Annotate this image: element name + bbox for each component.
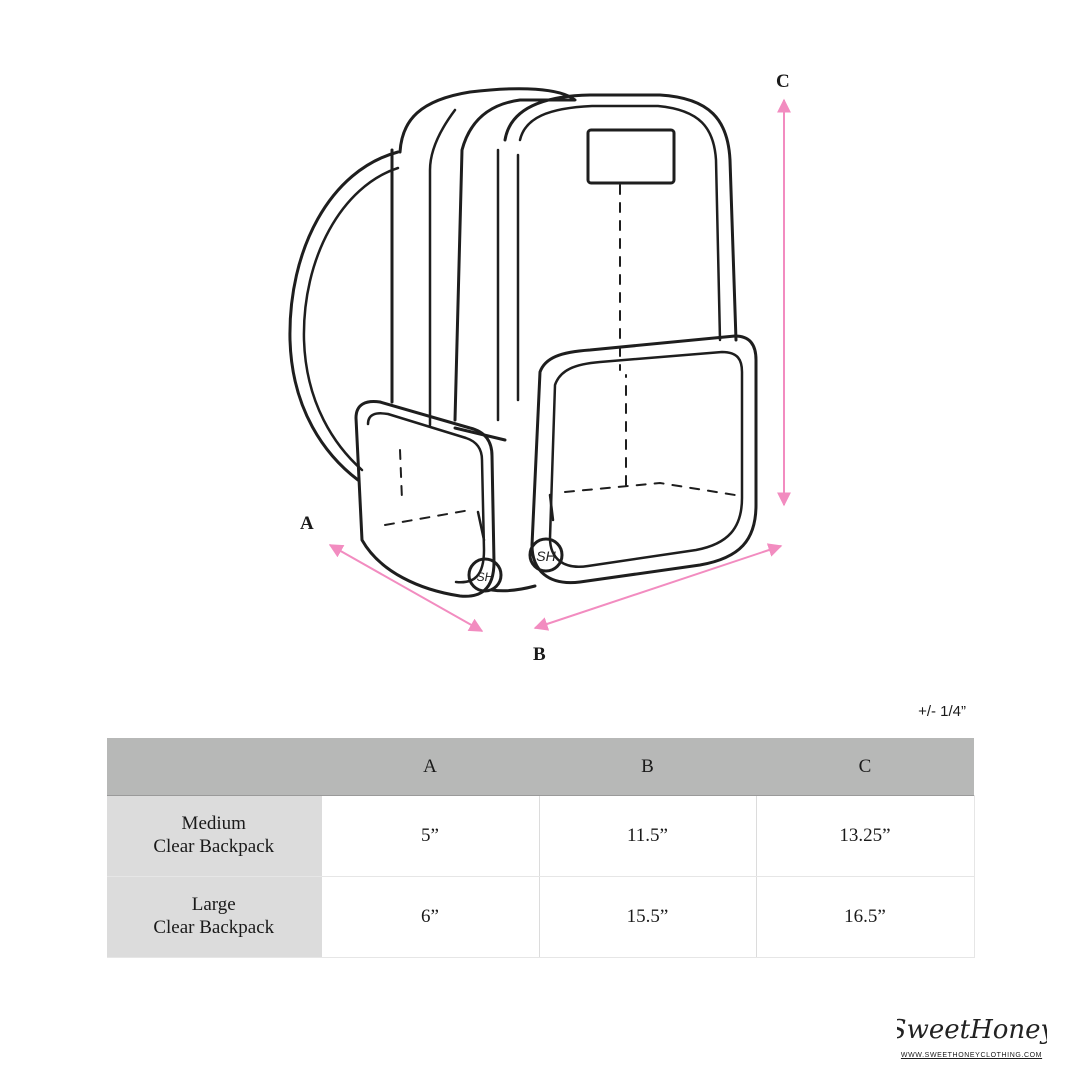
backpack-main-body	[503, 93, 738, 342]
sweet-honey-logo: SweetHoney	[897, 1015, 1047, 1045]
size-chart-table: A B C Medium Clear Backpack 5” 11.5” 13.…	[107, 738, 975, 958]
svg-text:SH: SH	[477, 570, 494, 584]
row-label-medium: Medium Clear Backpack	[107, 795, 321, 877]
logo-text: SweetHoney	[897, 1015, 1047, 1045]
cell-large-b: 15.5”	[538, 876, 756, 958]
dimension-arrows	[328, 98, 791, 632]
brand-url: WWW.SWEETHONEYCLOTHING.COM	[900, 1052, 1043, 1059]
backpack-back-panel	[398, 87, 577, 422]
backpack-illustration: SH SH	[288, 87, 758, 598]
dimension-label-c: C	[776, 71, 790, 92]
side-pocket	[354, 400, 496, 598]
header-cell-a: A	[321, 738, 539, 796]
row-label-large: Large Clear Backpack	[107, 876, 321, 958]
table-row-large: Large Clear Backpack 6” 15.5” 16.5”	[107, 876, 975, 958]
svg-text:SH: SH	[536, 548, 556, 564]
shoulder-strap	[288, 150, 400, 482]
label-patch	[586, 128, 676, 185]
cell-large-a: 6”	[320, 876, 539, 958]
row-label-line2: Clear Backpack	[153, 836, 275, 857]
header-cell-empty	[107, 738, 321, 796]
row-label-line1: Large	[191, 894, 236, 916]
backpack-dimension-diagram: SH SH	[288, 87, 791, 632]
table-header-row: A B C	[107, 738, 974, 796]
header-cell-c: C	[756, 738, 974, 796]
dimension-label-a: A	[300, 513, 314, 534]
tolerance-note: +/- 1/4”	[918, 703, 966, 720]
cell-medium-a: 5”	[320, 795, 539, 877]
row-label-line2: Clear Backpack	[153, 917, 275, 938]
dimension-arrow-a	[328, 544, 484, 632]
front-pocket	[530, 334, 758, 585]
cell-medium-b: 11.5”	[538, 795, 756, 877]
dimension-label-b: B	[533, 644, 546, 665]
brand-block: SweetHoney WWW.SWEETHONEYCLOTHING.COM	[889, 1008, 1054, 1059]
table-row-medium: Medium Clear Backpack 5” 11.5” 13.25”	[107, 795, 975, 877]
header-cell-b: B	[539, 738, 756, 796]
row-label-line1: Medium	[181, 813, 246, 835]
dimension-arrow-b	[533, 543, 783, 631]
cell-medium-c: 13.25”	[755, 795, 975, 877]
cell-large-c: 16.5”	[755, 876, 975, 958]
